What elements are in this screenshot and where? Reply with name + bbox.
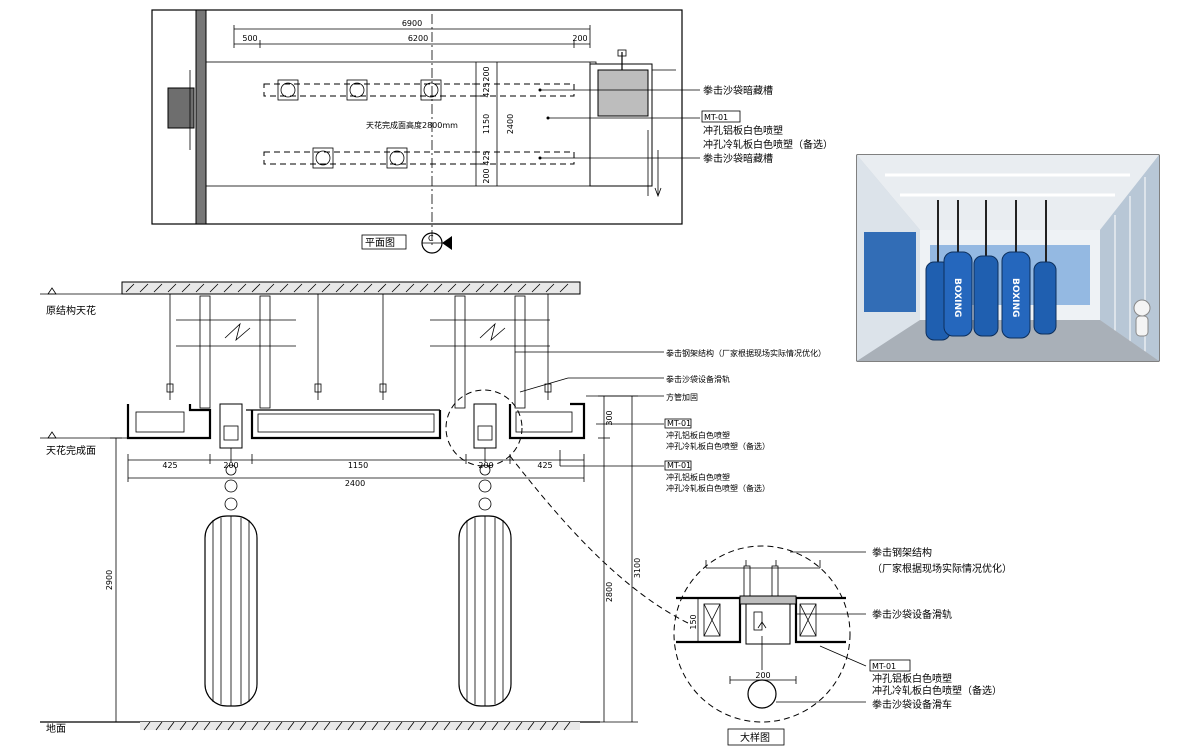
section-dim-right-3: 3100: [633, 558, 642, 578]
detail-view: 200 150 拳击钢架结构 （厂家根据现场实际情况优化） 拳击沙袋设备滑轨 M…: [673, 545, 1012, 746]
section-callout-material-code-1: MT-01: [667, 419, 691, 428]
section-dim-a: 425: [162, 461, 177, 470]
plan-dim-side-3: 1150: [482, 114, 491, 134]
plan-section-mark: C: [428, 234, 434, 243]
section-dim-total: 2400: [345, 479, 365, 488]
plan-callout-track-top: 拳击沙袋暗藏槽: [703, 84, 773, 97]
rail-trolley: [219, 403, 497, 462]
detail-callout-material-2: 冲孔冷轧板白色喷塑（备选）: [872, 684, 1002, 697]
section-view: 原结构天花: [40, 281, 826, 735]
label-floor: 地面: [46, 722, 66, 735]
label-finished-ceiling: 天花完成面: [46, 444, 96, 457]
plan-dim-middle: 6200: [408, 34, 428, 43]
plan-dim-left: 500: [242, 34, 257, 43]
render-bag-text-1: BOXING: [952, 278, 962, 317]
hanger-rods: [166, 294, 552, 400]
plan-dim-side-6: 200: [482, 168, 491, 183]
plan-callout-material-1: 冲孔铝板白色喷塑: [703, 124, 783, 137]
plan-dim-right: 200: [572, 34, 587, 43]
plan-view: 6900 500 6200 200 200 425 1150 2400 425 …: [151, 9, 833, 254]
punching-bag-right: [458, 464, 512, 707]
section-dim-c: 1150: [348, 461, 368, 470]
detail-callout-material-code: MT-01: [872, 662, 896, 671]
plan-equipment-box: [597, 69, 649, 117]
detail-callout-material-1: 冲孔铝板白色喷塑: [872, 672, 952, 685]
plan-track-bottom: [263, 151, 575, 165]
detail-dim-height: 150: [689, 614, 698, 629]
plan-left-wall: [195, 9, 207, 225]
detail-callout-steel-2: （厂家根据现场实际情况优化）: [872, 562, 1012, 575]
plan-frame: [151, 9, 683, 225]
section-dim-right-1: 300: [605, 410, 614, 425]
section-callout-pipe: 方管加固: [666, 392, 698, 402]
plan-callout-track-bottom: 拳击沙袋暗藏槽: [703, 152, 773, 165]
ceiling-panels: [126, 402, 586, 440]
plan-bag: [280, 82, 296, 98]
plan-callout-material-code: MT-01: [704, 113, 728, 122]
section-callout-steel: 拳击钢架结构（厂家根据现场实际情况优化）: [666, 348, 826, 358]
plan-dim-side-5: 425: [482, 150, 491, 165]
plan-dim-side-4: 2400: [506, 114, 515, 134]
detail-circle: [673, 545, 851, 723]
section-dim-right-2: 2800: [605, 582, 614, 602]
section-callout-material-1b: 冲孔冷轧板白色喷塑（备选）: [666, 441, 770, 451]
render-bag-text-2: BOXING: [1010, 278, 1020, 317]
label-structure-ceiling: 原结构天花: [46, 304, 96, 317]
plan-bag: [423, 82, 439, 98]
plan-track-top: [263, 83, 575, 97]
plan-dim-side-1: 200: [482, 66, 491, 81]
section-dim-b: 200: [223, 461, 238, 470]
section-callout-material-2a: 冲孔铝板白色喷塑: [666, 472, 730, 482]
section-callout-material-code-2: MT-01: [667, 461, 691, 470]
section-dim-left-height: 2900: [105, 570, 114, 590]
section-callout-material-1a: 冲孔铝板白色喷塑: [666, 430, 730, 440]
detail-callout-trolley: 拳击沙袋设备滑车: [872, 698, 952, 711]
section-callout-material-2b: 冲孔冷轧板白色喷塑（备选）: [666, 483, 770, 493]
detail-title: 大样图: [740, 731, 770, 744]
plan-ceiling-height-note: 天花完成面高度2800mm: [366, 120, 458, 130]
punching-bag-left: [204, 464, 258, 707]
detail-callout-steel-1: 拳击钢架结构: [872, 546, 932, 559]
detail-callout-rail: 拳击沙袋设备滑轨: [872, 608, 952, 621]
detail-dim-width: 200: [755, 671, 770, 680]
plan-bag: [389, 150, 405, 166]
steel-frame: [176, 295, 550, 409]
detail-marker-circle: [445, 389, 523, 467]
gym-render-photo: BOXING BOXING: [856, 154, 1160, 362]
plan-dim-side-2: 425: [482, 82, 491, 97]
plan-title: 平面图: [365, 237, 395, 249]
section-dim-e: 425: [537, 461, 552, 470]
section-callout-rail: 拳击沙袋设备滑轨: [666, 374, 730, 384]
plan-bag: [349, 82, 365, 98]
render-bags: BOXING BOXING: [925, 200, 1057, 341]
plan-callout-material-2: 冲孔冷轧板白色喷塑（备选）: [703, 138, 833, 151]
plan-bag: [315, 150, 331, 166]
structural-slab: [121, 281, 581, 295]
plan-dim-total: 6900: [402, 19, 422, 28]
